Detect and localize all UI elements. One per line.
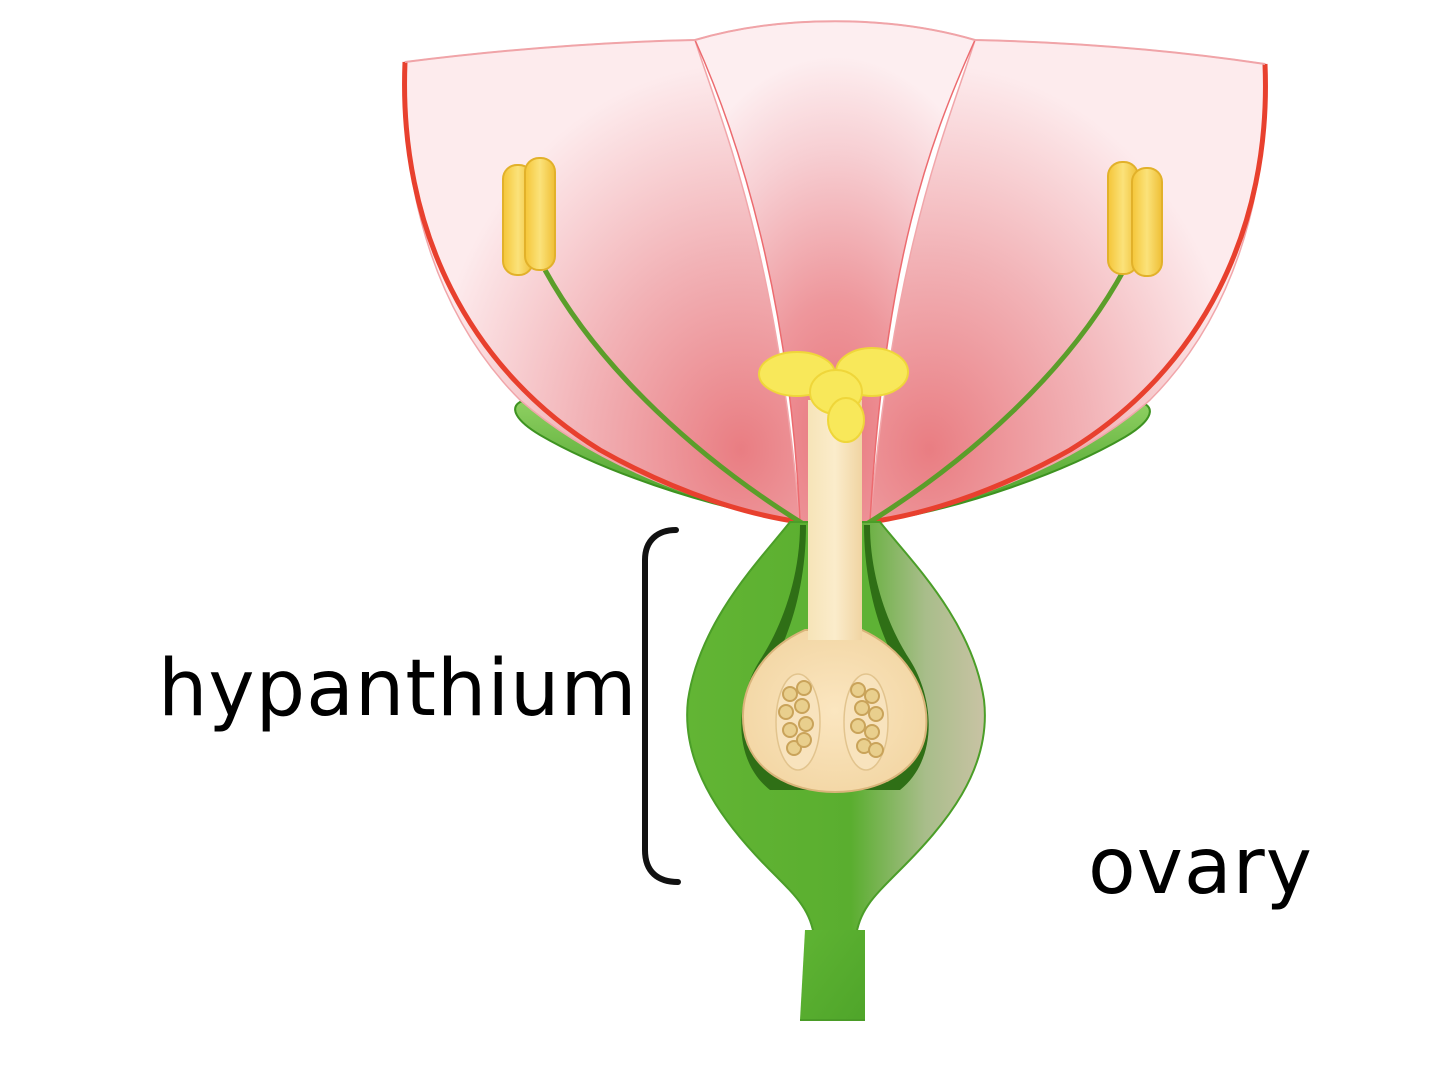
- ovary: [742, 629, 928, 794]
- stem: [800, 930, 865, 1021]
- anther-right: [1107, 161, 1163, 277]
- ovules: [778, 680, 884, 758]
- ovary-label: ovary: [1088, 822, 1313, 912]
- anther-left: [502, 157, 556, 276]
- style: [808, 400, 862, 640]
- stigma: [758, 347, 909, 443]
- pistil: [742, 347, 928, 794]
- petal-outline: [402, 20, 1268, 525]
- stamen-right: [863, 161, 1163, 528]
- stamen-left: [502, 157, 807, 528]
- hypanthium-label: hypanthium: [158, 644, 638, 734]
- hypanthium-bracket: [642, 527, 681, 885]
